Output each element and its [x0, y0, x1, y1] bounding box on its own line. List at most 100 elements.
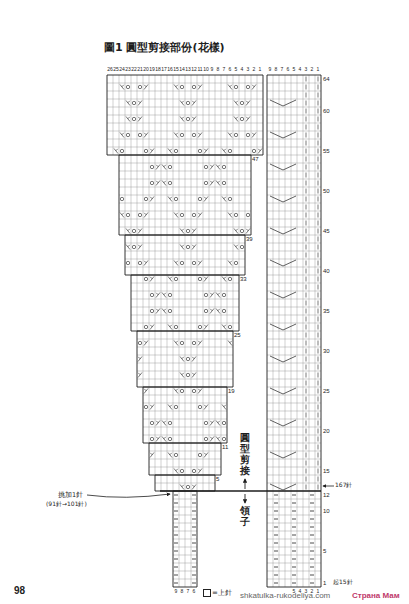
grid-line: [309, 75, 310, 587]
grid-line: [267, 571, 321, 572]
grid-line: [179, 275, 180, 331]
grid-line: [267, 291, 321, 292]
grid-line: [191, 475, 192, 491]
decrease-symbol: [174, 341, 178, 346]
decrease-symbol: [168, 405, 172, 410]
knit-symbol: [318, 357, 319, 362]
decrease-symbol: [246, 101, 250, 106]
grid-line: [131, 75, 132, 155]
purl-symbol: [310, 543, 314, 544]
decrease-symbol: [144, 261, 148, 266]
grid-line: [227, 155, 228, 235]
grid-line: [209, 387, 210, 443]
yarn-over-symbol: [132, 245, 135, 248]
yarn-over-symbol: [198, 149, 201, 152]
knit-symbol: [318, 277, 319, 282]
label: 55: [323, 148, 330, 154]
decrease-symbol: [246, 117, 250, 122]
purl-symbol: [174, 527, 178, 528]
grid-line: [161, 331, 162, 387]
grid-line: [209, 443, 210, 475]
grid-line: [161, 75, 162, 155]
label: 6: [287, 67, 290, 72]
yarn-over-symbol: [168, 181, 171, 184]
label: 45: [323, 228, 330, 234]
grid-line: [179, 443, 180, 475]
grid-line: [297, 75, 298, 587]
label: 167針: [335, 482, 352, 488]
grid-line: [279, 75, 280, 587]
grid-line: [267, 147, 321, 148]
decrease-symbol: [210, 309, 214, 314]
decrease-symbol: [180, 485, 184, 490]
label: 16: [167, 67, 173, 72]
grid-line: [267, 531, 321, 532]
yarn-over-symbol: [150, 421, 153, 424]
purl-symbol: [174, 535, 178, 536]
grid-line: [267, 347, 321, 348]
grid-line: [215, 155, 216, 235]
label: 20: [143, 67, 149, 72]
knit-symbol: [306, 141, 307, 146]
decrease-symbol: [180, 101, 184, 106]
knit-symbol: [306, 221, 307, 226]
yarn-over-symbol: [192, 389, 195, 392]
yarn-over-symbol: [174, 325, 177, 328]
purl-symbol: [174, 543, 178, 544]
grid-line: [173, 275, 174, 331]
purl-symbol: [274, 567, 278, 568]
yarn-over-symbol: [204, 293, 207, 296]
label: 5: [235, 67, 238, 72]
yarn-over-symbol: [180, 133, 183, 136]
purl-symbol: [274, 543, 278, 544]
yarn-over-symbol: [174, 405, 177, 408]
purl-symbol: [274, 495, 278, 496]
grid-line: [155, 235, 156, 275]
label: 20: [323, 428, 330, 434]
decrease-symbol: [126, 101, 130, 106]
label: 21: [137, 67, 143, 72]
down-arrow: [245, 494, 246, 503]
label: 98: [14, 586, 25, 596]
knit-symbol: [318, 333, 319, 338]
decrease-symbol: [216, 309, 220, 314]
grid-line: [267, 387, 321, 388]
grid-line: [267, 539, 321, 540]
grid-line: [267, 331, 321, 332]
grid-line: [173, 155, 174, 235]
decrease-symbol: [150, 453, 154, 458]
yarn-over-symbol: [138, 133, 141, 136]
yarn-over-symbol: [150, 181, 153, 184]
chart-outline: [267, 75, 321, 587]
grid-line: [191, 387, 192, 443]
grid-line: [267, 323, 321, 324]
label: 39: [246, 236, 253, 242]
yarn-over-symbol: [192, 133, 195, 136]
grid-line: [267, 379, 321, 380]
yarn-over-symbol: [150, 437, 153, 440]
knit-symbol: [306, 397, 307, 402]
grid-line: [267, 227, 321, 228]
label: 11: [222, 444, 228, 450]
yarn-over-symbol: [126, 85, 129, 88]
decrease-symbol: [216, 421, 220, 426]
grid-line: [209, 235, 210, 275]
grid-line: [267, 259, 321, 260]
knit-symbol: [306, 197, 307, 202]
knit-symbol: [306, 125, 307, 130]
label: 22: [131, 67, 137, 72]
grid-line: [149, 331, 150, 387]
yarn-over-symbol: [144, 277, 147, 280]
legend-swatch: [203, 589, 211, 597]
yarn-over-symbol: [120, 149, 123, 152]
purl-symbol: [174, 575, 178, 576]
knit-symbol: [318, 309, 319, 314]
chart-title: 圖1 圓型剪接部份(花樣): [104, 42, 225, 53]
grid-line: [267, 467, 321, 468]
yarn-over-symbol: [180, 389, 183, 392]
grid-line: [227, 235, 228, 275]
yarn-over-symbol: [186, 101, 189, 104]
label: 領子: [240, 505, 250, 527]
decrease-symbol: [198, 341, 202, 346]
knit-symbol: [318, 285, 319, 290]
